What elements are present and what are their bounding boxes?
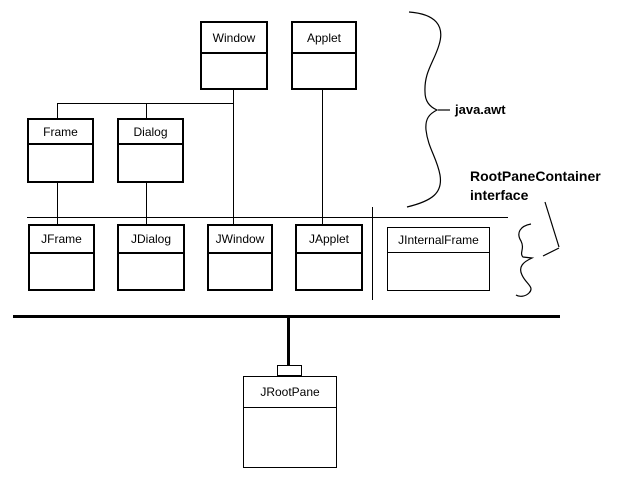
class-body-jdialog — [119, 254, 183, 289]
connector-window-to-jwindow — [233, 90, 234, 225]
class-label-window: Window — [202, 23, 266, 54]
class-box-window: Window — [200, 21, 268, 90]
class-label-jinternalframe: JInternalFrame — [388, 228, 489, 253]
class-box-frame: Frame — [27, 118, 94, 183]
class-body-jinternalframe — [388, 253, 489, 290]
java-awt-label: java.awt — [455, 102, 506, 117]
connector-window-to-frame-dialog — [57, 103, 233, 104]
class-body-applet — [293, 54, 355, 88]
class-box-japplet: JApplet — [295, 224, 363, 291]
class-box-applet: Applet — [291, 21, 357, 90]
class-box-jdialog: JDialog — [117, 224, 185, 291]
jrootpane-connector-rect — [277, 365, 302, 376]
connector-dialog-to-jdialog — [146, 183, 147, 225]
class-body-jframe — [30, 254, 93, 289]
class-box-dialog: Dialog — [117, 118, 184, 183]
class-body-japplet — [297, 254, 361, 289]
class-label-jrootpane: JRootPane — [244, 377, 336, 408]
class-body-jwindow — [209, 254, 271, 289]
class-body-frame — [29, 145, 92, 181]
class-label-jframe: JFrame — [30, 226, 93, 254]
class-label-dialog: Dialog — [119, 120, 182, 145]
rootpane-container-label: RootPaneContainer interface — [470, 167, 601, 205]
class-label-applet: Applet — [293, 23, 355, 54]
connector-frame-stub — [57, 103, 58, 118]
class-label-jwindow: JWindow — [209, 226, 271, 254]
class-label-jdialog: JDialog — [119, 226, 183, 254]
rootpane-pointer-tip — [542, 247, 560, 257]
class-label-frame: Frame — [29, 120, 92, 145]
class-body-jrootpane — [244, 408, 336, 467]
rootpane-bus-line — [13, 315, 560, 318]
jinternalframe-separator-line — [372, 207, 373, 300]
java-awt-brace — [406, 11, 442, 208]
class-body-window — [202, 54, 266, 88]
class-box-jframe: JFrame — [28, 224, 95, 291]
class-label-japplet: JApplet — [297, 226, 361, 254]
rootpane-brace — [515, 223, 535, 297]
class-body-dialog — [119, 145, 182, 181]
rootpane-pointer-line — [544, 201, 560, 248]
class-box-jwindow: JWindow — [207, 224, 273, 291]
rootpane-container-label-line1: RootPaneContainer — [470, 168, 601, 184]
rootpane-container-label-line2: interface — [470, 187, 529, 203]
swing-row-line — [27, 217, 508, 218]
class-box-jrootpane: JRootPane — [243, 376, 337, 468]
rootpane-bus-stub — [287, 318, 290, 365]
connector-frame-to-jframe — [57, 183, 58, 225]
connector-applet-to-japplet — [322, 90, 323, 225]
connector-dialog-stub — [146, 103, 147, 118]
class-box-jinternalframe: JInternalFrame — [387, 227, 490, 291]
